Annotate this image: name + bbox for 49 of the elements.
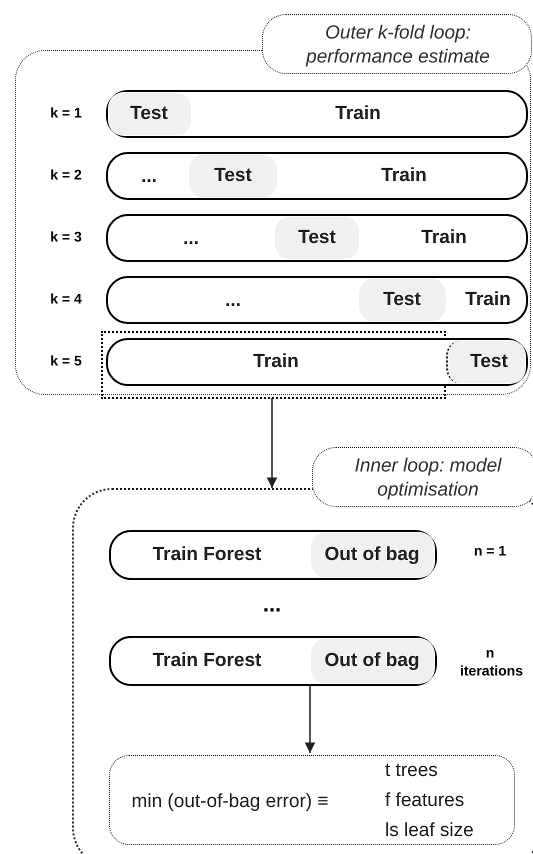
result-box <box>109 755 515 845</box>
arrow <box>266 398 278 488</box>
ellipsis-text: ... <box>141 165 157 189</box>
out-of-bag-segment <box>311 532 435 578</box>
out-of-bag-segment <box>311 638 435 684</box>
ellipsis-text: ... <box>183 227 199 251</box>
test-label: Test <box>214 164 252 188</box>
forest-bar <box>109 636 437 686</box>
test-segment <box>189 154 277 198</box>
loop-title: Inner loop: model optimisation <box>354 454 503 502</box>
iteration-label: n iterations <box>460 644 520 680</box>
test-segment <box>275 216 359 260</box>
fold-label: k = 1 <box>50 104 82 122</box>
formula-text: ls leaf size <box>385 819 474 843</box>
fold-label: k = 4 <box>50 290 82 308</box>
formula-text: min (out-of-bag error) ≡ <box>132 790 328 814</box>
test-label: Test <box>298 226 336 250</box>
train-label: Train <box>465 288 511 312</box>
out-of-bag-label: Out of bag <box>324 649 420 673</box>
iteration-label: n = 1 <box>474 542 506 560</box>
test-label: Test <box>383 288 421 312</box>
ellipsis-text: ... <box>225 289 241 313</box>
fold-bar <box>106 214 528 262</box>
fold-label: k = 5 <box>50 352 82 370</box>
fold-bar <box>106 90 528 138</box>
train-label: Train <box>253 350 299 374</box>
test-segment <box>359 278 446 322</box>
train-label: Train <box>421 226 467 250</box>
arrow <box>304 684 316 753</box>
train-forest-label: Train Forest <box>152 543 262 567</box>
train-forest-label: Train Forest <box>152 649 262 673</box>
loop-title: Outer k-fold loop: performance estimate <box>304 21 491 69</box>
out-of-bag-label: Out of bag <box>324 543 420 567</box>
loop-title-tab <box>312 447 533 507</box>
fold-bar <box>106 338 528 386</box>
formula-text: t trees <box>385 759 438 783</box>
ellipsis-text: ... <box>262 590 282 618</box>
fold-label: k = 2 <box>50 166 82 184</box>
fold-bar <box>106 152 528 200</box>
fold-label: k = 3 <box>50 228 82 246</box>
formula-text: f features <box>385 789 464 813</box>
train-label: Train <box>381 164 427 188</box>
test-label: Test <box>130 102 168 126</box>
test-label: Test <box>470 350 508 374</box>
test-segment <box>446 340 526 384</box>
fold-bar <box>106 276 528 324</box>
forest-bar <box>109 530 437 580</box>
test-segment <box>108 92 191 136</box>
train-label: Train <box>335 102 381 126</box>
